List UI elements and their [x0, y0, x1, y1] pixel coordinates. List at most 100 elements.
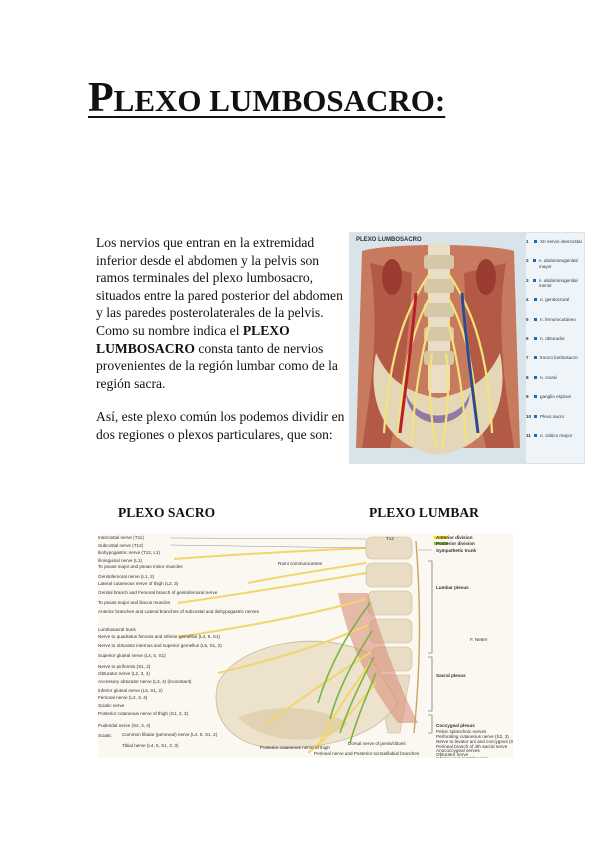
netter-lumbosacral-diagram: Intercostal nerve (T11) Subcostal nerve (…: [98, 533, 513, 758]
bullet-icon: [534, 375, 537, 379]
left-anatomy-label: Pudendal nerve (S2, 3, 4): [98, 723, 151, 728]
left-anatomy-label: Genital branch and Femoral branch of gen…: [98, 590, 218, 595]
legend-label: n. femorocutáneo: [540, 316, 576, 322]
legend-label: XII nervio intercostal: [540, 239, 582, 244]
right-anatomy-label: Posterior division: [436, 541, 475, 546]
left-anatomy-label: Intercostal nerve (T11): [98, 535, 144, 540]
bullet-icon: [534, 298, 537, 302]
legend-item: 4 n. genitocrural: [526, 297, 584, 316]
legend-number: 10: [526, 413, 532, 419]
left-anatomy-label: Nerve to obturator internus and superior…: [98, 643, 222, 648]
legend-number: 1: [526, 239, 529, 244]
legend-label: n. obturador: [540, 335, 565, 341]
legend-number: 8: [526, 374, 529, 380]
legend-label: n. ciático mayor: [540, 432, 573, 438]
left-anatomy-label: Subcostal nerve (T12): [98, 543, 144, 548]
right-anatomy-label: Perineal branch of 4th sacral nerve: [436, 744, 508, 749]
center-anatomy-label: T12: [386, 536, 394, 541]
left-anatomy-label: Tibial nerve (L4, 5, S1, 2, 3): [122, 743, 179, 748]
right-anatomy-label: Inferior anal (rectal) nerve: [436, 756, 489, 758]
bullet-icon: [534, 414, 537, 418]
right-anatomy-label: Nerve to levator ani and coccygeus (S3, …: [436, 739, 513, 744]
legend-label: n. crural: [540, 374, 557, 380]
right-anatomy-label: Coccygeal plexus: [436, 723, 475, 728]
legend-item: 10 Plexo sacro: [526, 414, 584, 433]
legend-item: 6 n. obturador: [526, 336, 584, 355]
right-anatomy-label: Obturator nerve: [436, 752, 469, 757]
bullet-icon: [534, 433, 537, 437]
bullet-icon: [534, 356, 537, 360]
left-anatomy-label: Obturator nerve (L2, 3, 4): [98, 671, 150, 676]
left-anatomy-label: Common fibular (peroneal) nerve (L4, 5, …: [122, 732, 218, 737]
right-anatomy-label: Anterior division: [436, 535, 473, 540]
right-anatomy-label: Sympathetic trunk: [436, 548, 477, 553]
legend-item: 8 n. crural: [526, 375, 584, 394]
legend-item: 1 XII nervio intercostal: [526, 239, 584, 258]
figure-heading: PLEXO LUMBOSACRO: [356, 237, 422, 243]
left-anatomy-label: Superior gluteal nerve (L4, 5, S1): [98, 653, 166, 658]
legend-item: 9 ganglio espinal: [526, 394, 584, 413]
right-anatomy-label: Pelvic splanchnic nerves: [436, 729, 487, 734]
left-anatomy-label: Lumbosacral trunk: [98, 627, 136, 632]
left-anatomy-label: Sciatic nerve: [98, 703, 125, 708]
legend-number: 11: [526, 432, 531, 438]
bullet-icon: [534, 336, 537, 340]
lumbosacral-plexus-figure: PLEXO LUMBOSACRO 1 XII nervio intercostal…: [349, 232, 585, 464]
bullet-icon: [534, 317, 537, 321]
left-anatomy-label: Accessory obturator nerve (L3, 4) (incon…: [98, 679, 192, 684]
legend-number: 5: [526, 316, 529, 322]
center-anatomy-label: Posterior cutaneous nerve of thigh: [260, 745, 330, 750]
legend-label: tronco lumbosacro: [540, 355, 578, 361]
right-anatomy-label: Lumbar plexus: [436, 585, 469, 590]
bullet-icon: [532, 278, 536, 282]
bullet-icon: [534, 240, 537, 243]
right-anatomy-label: Sacral plexus: [436, 673, 466, 678]
legend-number: 7: [526, 355, 529, 361]
left-anatomy-label: Anterior branches and Lateral branches o…: [98, 609, 259, 614]
left-anatomy-label: Sciatic: [98, 733, 112, 738]
bullet-icon: [534, 395, 537, 399]
subtitle-plexo-sacro: PLEXO SACRO: [118, 505, 216, 520]
center-anatomy-label: Perineal nerve and Posterior scrotal/lab…: [314, 751, 420, 756]
left-anatomy-label: Femoral nerve (L2, 3, 4): [98, 695, 148, 700]
intro-text-1: Los nervios que entran en la extremidad …: [96, 235, 343, 338]
intro-bold-term: PLEXO LUMBOSACRO: [96, 322, 290, 356]
left-anatomy-label: Lateral cutaneous nerve of thigh (L2, 3): [98, 581, 179, 586]
left-anatomy-label: Nerve to piriformis (S1, 2): [98, 664, 151, 669]
legend-item: 3 n. abdominogenital menor: [526, 278, 584, 297]
artist-signature: F. Netter: [470, 637, 488, 642]
division-paragraph: Así, este plexo común los podemos dividi…: [96, 409, 345, 442]
legend-label: ganglio espinal: [540, 394, 571, 400]
center-anatomy-label: Rami communicantes: [278, 561, 323, 566]
left-anatomy-label: Inferior gluteal nerve (L5, S1, 2): [98, 688, 163, 693]
intro-paragraph: Los nervios que entran en la extremidad …: [86, 234, 348, 392]
left-anatomy-label: Ilioinguinal nerve (L1): [98, 558, 142, 563]
right-anatomy-label: Perforating cutaneous nerve (S2, 3): [436, 734, 509, 739]
left-anatomy-label: To psoas major and iliacus muscles: [98, 600, 171, 605]
subtitle-plexo-lumbar: PLEXO LUMBAR: [369, 505, 479, 520]
left-anatomy-label: Iliohypogastric nerve (T12, L1): [98, 550, 161, 555]
figure-legend: 1 XII nervio intercostal 2 n. abdominogenit…: [526, 239, 584, 452]
legend-number: 9: [526, 394, 529, 400]
legend-label: n. abdominogenital menor: [538, 277, 578, 289]
center-anatomy-label: Dorsal nerve of penis/clitoris: [348, 741, 406, 746]
left-anatomy-label: To psoas major and psoas minor muscles: [98, 564, 183, 569]
legend-number: 2: [526, 258, 529, 264]
pelvis-illustration: [350, 233, 526, 463]
legend-label: n. genitocrural: [540, 297, 570, 303]
left-anatomy-label: Genitofemoral nerve (L1, 2): [98, 574, 155, 579]
left-anatomy-label: Posterior cutaneous nerve of thigh (S1, …: [98, 711, 189, 716]
legend-number: 6: [526, 335, 529, 341]
legend-item: 7 tronco lumbosacro: [526, 355, 584, 374]
left-anatomy-label: Nerve to quadratus femoris and inferior …: [98, 634, 221, 639]
page-title: PLEXO LUMBOSACRO:: [88, 75, 446, 121]
legend-item: 2 n. abdominogenital mayor: [526, 258, 584, 277]
legend-label: Plexo sacro: [540, 413, 565, 419]
right-anatomy-label: Anococcygeal nerves: [436, 748, 480, 753]
intro-text-2: consta tanto de nervios provenientes de …: [96, 340, 338, 391]
netter-illustration: [169, 536, 448, 754]
legend-number: 3: [526, 277, 529, 283]
legend-item: 5 n. femorocutáneo: [526, 317, 584, 336]
legend-number: 4: [526, 297, 529, 303]
legend-label: n. abdominogenital mayor: [538, 258, 578, 269]
